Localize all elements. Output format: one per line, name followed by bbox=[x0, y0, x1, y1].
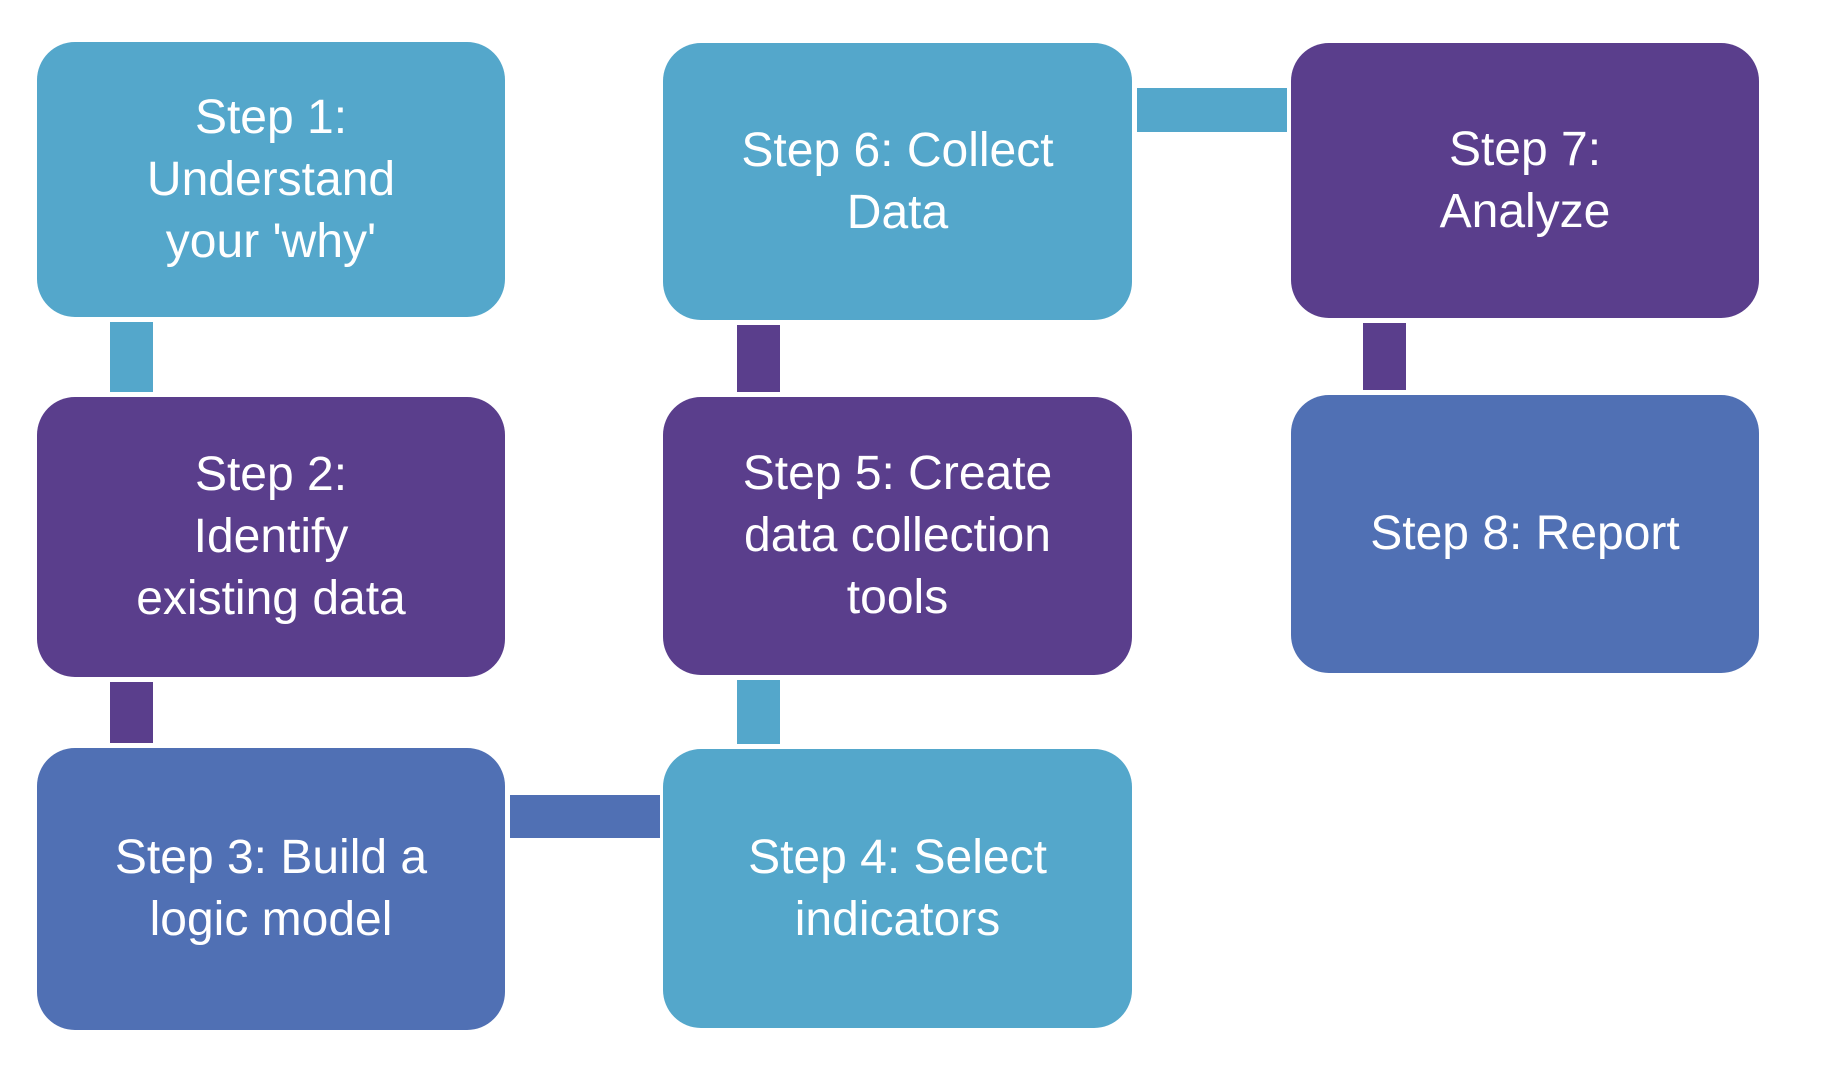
connector-step6-step7 bbox=[1137, 88, 1287, 132]
text-line: your 'why' bbox=[165, 214, 377, 268]
step-6-label: Step 6: Collect Data bbox=[741, 120, 1053, 244]
step-4-box: Step 4: Select indicators bbox=[663, 749, 1132, 1028]
text-line: Step 4: Select bbox=[748, 830, 1047, 884]
text-line: Step 7: bbox=[1448, 122, 1602, 176]
text-line: Step 1: bbox=[194, 90, 348, 144]
connector-step1-step2 bbox=[110, 322, 153, 392]
step-3-box: Step 3: Build a logic model bbox=[37, 748, 505, 1030]
step-2-box: Step 2: Identify existing data bbox=[37, 397, 505, 677]
step-7-label: Step 7: Analyze bbox=[1440, 119, 1611, 243]
text-line: Step 6: Collect bbox=[741, 123, 1054, 177]
step-8-label: Step 8: Report bbox=[1370, 503, 1680, 565]
step-2-label: Step 2: Identify existing data bbox=[136, 444, 406, 630]
step-6-box: Step 6: Collect Data bbox=[663, 43, 1132, 320]
text-line: indicators bbox=[794, 892, 1001, 946]
text-line: Step 5: Create bbox=[742, 447, 1053, 500]
text-line: Step 8: Report bbox=[1370, 507, 1680, 560]
text-line: Identify bbox=[193, 510, 349, 563]
connector-step3-step4 bbox=[510, 795, 660, 838]
text-line: logic model bbox=[149, 893, 393, 946]
step-3-label: Step 3: Build a logic model bbox=[115, 827, 427, 951]
step-5-box: Step 5: Create data collection tools bbox=[663, 397, 1132, 675]
text-line: Data bbox=[846, 185, 949, 239]
connector-step5-step6 bbox=[737, 325, 780, 392]
connector-step2-step3 bbox=[110, 682, 153, 743]
text-line: Step 3: Build a bbox=[114, 831, 428, 884]
step-1-label: Step 1: Understand your 'why' bbox=[147, 87, 395, 273]
step-1-box: Step 1: Understand your 'why' bbox=[37, 42, 505, 317]
text-line: existing data bbox=[136, 572, 406, 625]
text-line: Analyze bbox=[1439, 184, 1611, 238]
connector-step4-step5 bbox=[737, 680, 780, 744]
text-line: Understand bbox=[146, 152, 396, 206]
step-4-label: Step 4: Select indicators bbox=[748, 827, 1047, 951]
text-line: Step 2: bbox=[194, 448, 348, 501]
step-8-box: Step 8: Report bbox=[1291, 395, 1759, 673]
step-5-label: Step 5: Create data collection tools bbox=[743, 443, 1053, 629]
connector-step7-step8 bbox=[1363, 323, 1406, 390]
text-line: data collection bbox=[744, 509, 1051, 562]
step-7-box: Step 7: Analyze bbox=[1291, 43, 1759, 318]
text-line: tools bbox=[846, 571, 949, 624]
